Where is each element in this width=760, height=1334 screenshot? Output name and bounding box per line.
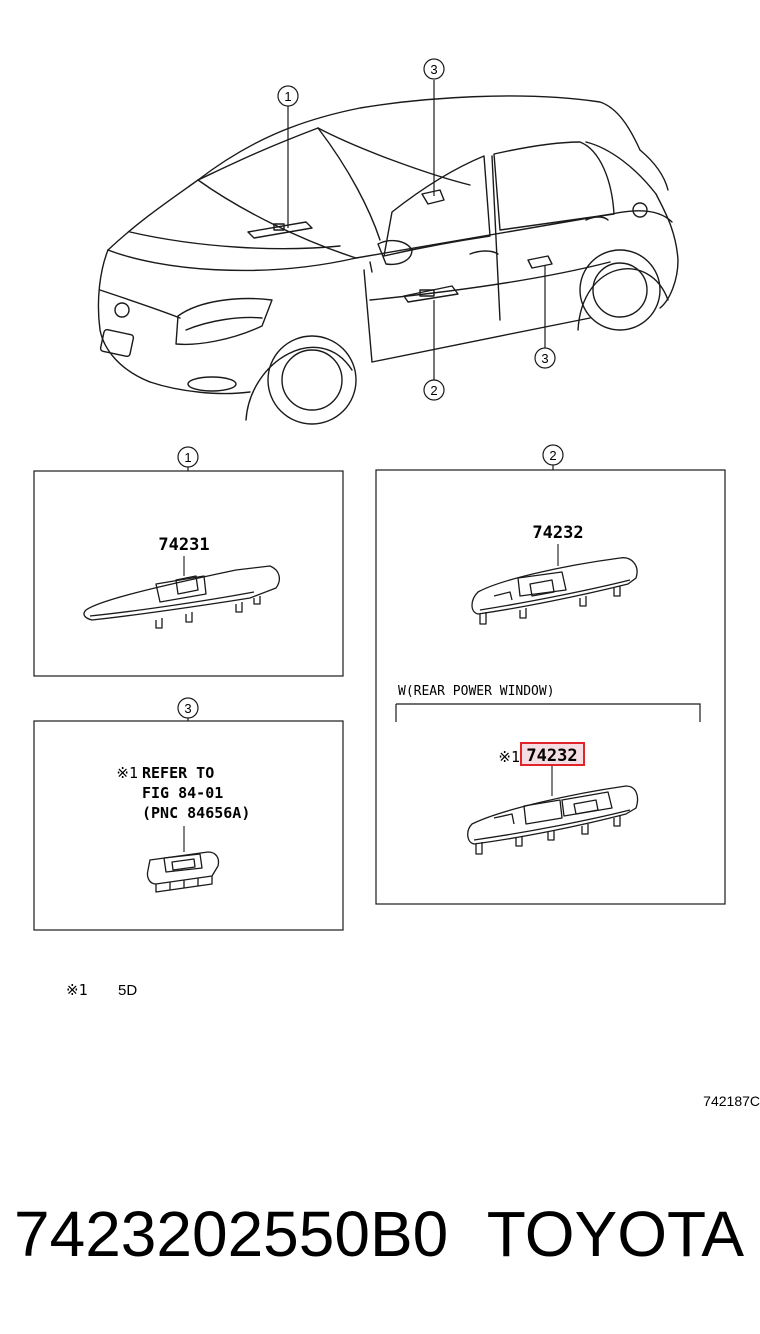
panel-2: 2 74232 W(REAR POWER WINDOW) ※1 74232	[375, 444, 726, 905]
panel-1-part-number: 74231	[158, 535, 209, 555]
highlighted-part-number: 74232	[526, 746, 577, 766]
panel-3: 3 ※1 REFER TO FIG 84-01 (PNC 84656A)	[33, 697, 344, 931]
part-code-caption: 7423202550B0	[14, 1198, 448, 1270]
panel-1-frame	[33, 470, 344, 677]
footnote-text: 5D	[118, 982, 137, 999]
rear-door-switch-part-drawing	[146, 851, 220, 893]
refer-line-3: (PNC 84656A)	[142, 804, 250, 822]
svg-text:3: 3	[541, 351, 548, 366]
panel-2-part-number: 74232	[532, 523, 583, 543]
rear-power-window-switch-part-drawing	[467, 785, 639, 855]
master-switch-part-drawing	[83, 565, 281, 629]
panel-1-callout: 1	[184, 450, 191, 465]
svg-text:3: 3	[430, 62, 437, 77]
callout-leader-lines	[287, 80, 546, 380]
car-callout-3-rear: 3	[534, 347, 556, 369]
highlight-box	[520, 742, 585, 766]
panel-1: 1 74231	[33, 446, 344, 677]
panel-2-note-mark: ※1	[498, 748, 520, 766]
refer-line-1: REFER TO	[142, 764, 214, 782]
car-callout-2: 2	[423, 379, 445, 401]
figure-code: 742187C	[703, 1093, 760, 1109]
panel-3-frame	[33, 720, 344, 931]
panel-3-callout: 3	[184, 701, 191, 716]
option-label: W(REAR POWER WINDOW)	[398, 684, 555, 699]
option-bracket	[395, 703, 701, 722]
panel-2-frame	[375, 469, 726, 905]
refer-line-2: FIG 84-01	[142, 784, 223, 802]
footnote-mark: ※1	[66, 981, 88, 999]
car-callout-3-top: 3	[423, 58, 445, 80]
panel-3-note-mark: ※1	[116, 764, 138, 782]
panel-2-callout: 2	[549, 448, 556, 463]
svg-text:2: 2	[430, 383, 437, 398]
svg-text:1: 1	[284, 89, 291, 104]
brand-caption: TOYOTA	[487, 1198, 745, 1270]
car-illustration	[97, 95, 679, 425]
car-callout-1: 1	[277, 85, 299, 107]
front-door-switch-part-drawing	[471, 557, 638, 625]
